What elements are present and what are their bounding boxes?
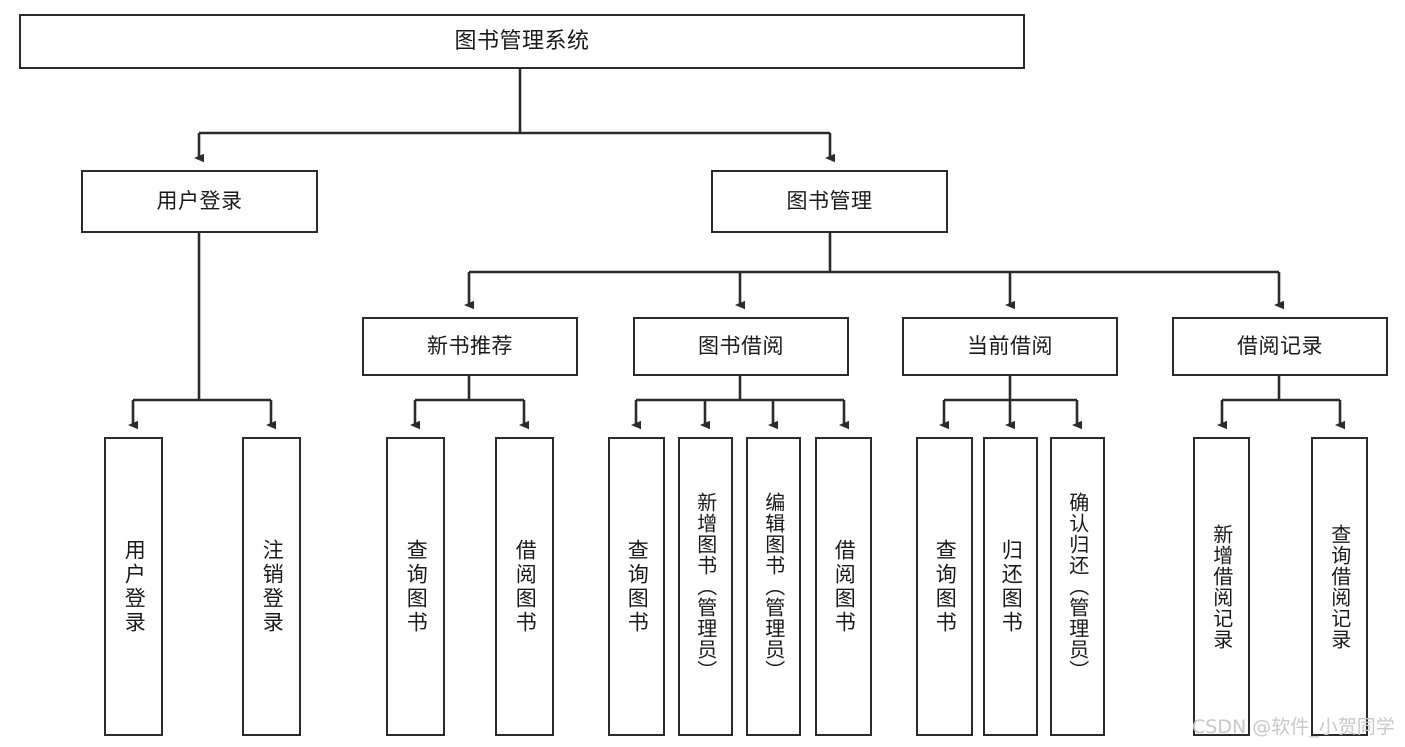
node-label: 当前借阅 [967, 334, 1053, 359]
node-label: 编辑图书（管理员） [761, 492, 786, 681]
node-book-management[interactable]: 图书管理 [711, 170, 948, 233]
node-label: 查询图书 [933, 538, 958, 635]
node-label: 用户登录 [122, 538, 147, 635]
node-label: 注销登录 [260, 538, 285, 635]
node-label: 用户登录 [156, 189, 243, 214]
node-leaf-user-login[interactable]: 用户登录 [104, 437, 163, 736]
node-label: 查询图书 [404, 538, 429, 635]
node-label: 新增借阅记录 [1209, 523, 1234, 650]
node-label: 新增图书（管理员） [693, 492, 718, 681]
node-leaf-query-book-borrow[interactable]: 查询图书 [608, 437, 665, 736]
node-leaf-query-borrow-record[interactable]: 查询借阅记录 [1311, 437, 1368, 736]
csdn-watermark: CSDN @软件_小贺同学 [1192, 716, 1395, 738]
node-current-borrow[interactable]: 当前借阅 [902, 317, 1118, 376]
node-borrow-record[interactable]: 借阅记录 [1172, 317, 1388, 376]
node-label: 图书管理 [786, 189, 873, 214]
node-root-system[interactable]: 图书管理系统 [19, 14, 1025, 69]
node-leaf-confirm-return-admin[interactable]: 确认归还（管理员） [1050, 437, 1105, 736]
node-leaf-return-book[interactable]: 归还图书 [983, 437, 1038, 736]
node-leaf-borrow-book[interactable]: 借阅图书 [815, 437, 872, 736]
node-label: 借阅图书 [832, 538, 857, 635]
node-label: 归还图书 [999, 538, 1024, 635]
node-label: 借阅图书 [513, 538, 538, 635]
node-label: 确认归还（管理员） [1065, 492, 1090, 681]
node-label: 查询图书 [625, 538, 650, 635]
node-book-borrow[interactable]: 图书借阅 [633, 317, 849, 376]
node-label: 图书借阅 [698, 334, 784, 359]
node-label: 新书推荐 [427, 334, 513, 359]
node-leaf-query-book-current[interactable]: 查询图书 [916, 437, 973, 736]
node-leaf-add-book-admin[interactable]: 新增图书（管理员） [678, 437, 733, 736]
node-label: 查询借阅记录 [1327, 523, 1352, 650]
node-label: 借阅记录 [1237, 334, 1323, 359]
node-leaf-logout[interactable]: 注销登录 [242, 437, 301, 736]
node-leaf-add-borrow-record[interactable]: 新增借阅记录 [1193, 437, 1250, 736]
node-user-login[interactable]: 用户登录 [81, 170, 318, 233]
node-new-book-recommend[interactable]: 新书推荐 [362, 317, 578, 376]
node-label: 图书管理系统 [454, 28, 590, 54]
node-leaf-query-book-recommend[interactable]: 查询图书 [386, 437, 445, 736]
node-leaf-borrow-book-recommend[interactable]: 借阅图书 [495, 437, 554, 736]
node-leaf-edit-book-admin[interactable]: 编辑图书（管理员） [746, 437, 801, 736]
